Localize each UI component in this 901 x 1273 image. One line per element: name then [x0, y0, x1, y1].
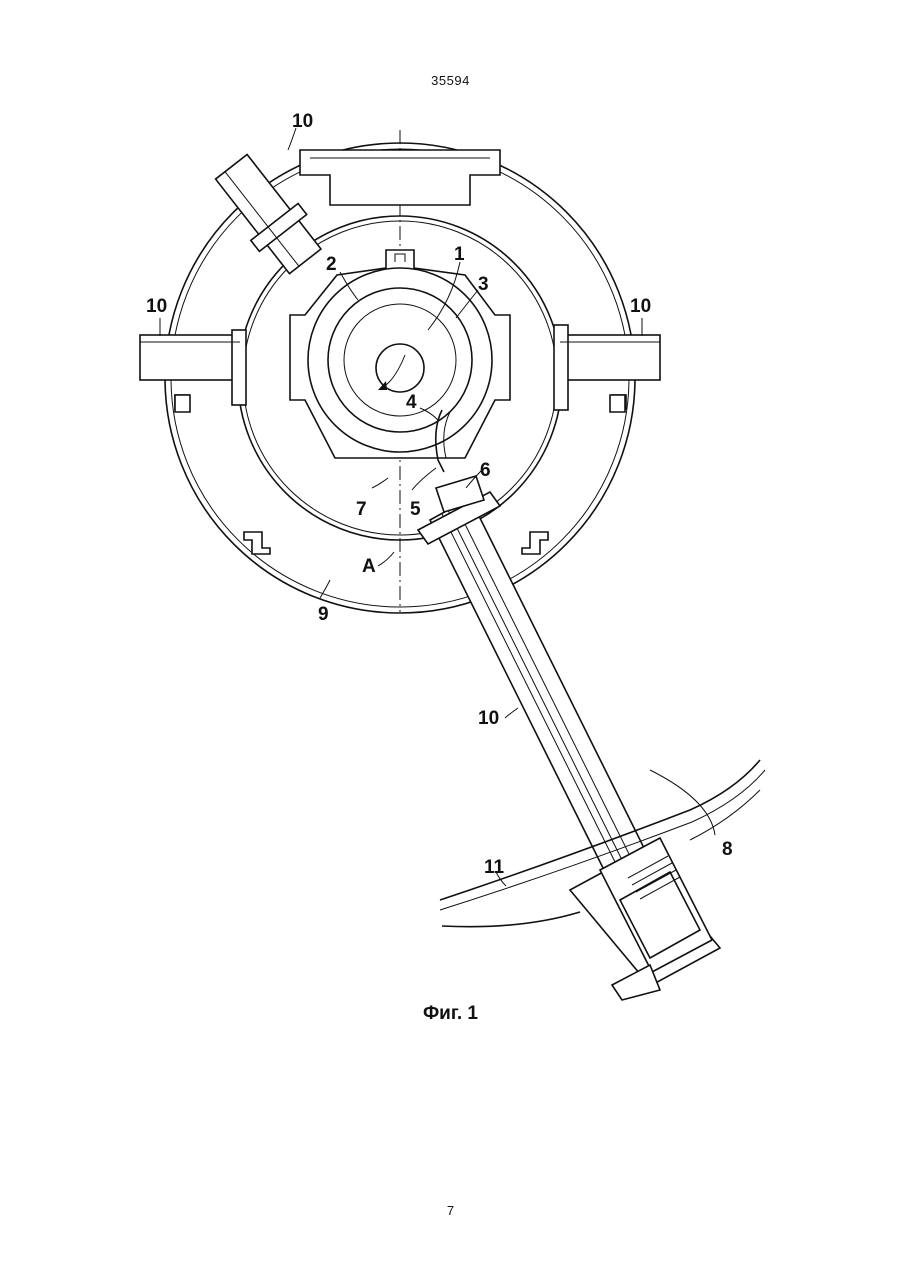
label-10-bottom: 10 — [478, 708, 499, 729]
label-1: 1 — [454, 244, 465, 265]
label-6: 6 — [480, 460, 491, 481]
label-11: 11 — [484, 857, 505, 878]
top-mount-block — [300, 150, 500, 205]
label-5: 5 — [410, 499, 421, 520]
page-number: 7 — [0, 1203, 901, 1218]
threaded-fitting — [570, 838, 720, 1000]
label-2: 2 — [326, 254, 337, 275]
label-10-right: 10 — [630, 296, 651, 317]
rod-right — [554, 325, 660, 410]
label-4: 4 — [406, 392, 417, 413]
label-10-left: 10 — [146, 296, 167, 317]
octagon-frame — [290, 250, 510, 458]
label-10-top: 10 — [292, 111, 313, 132]
technical-drawing: 10 10 10 2 1 3 4 7 5 6 A 9 10 8 11 — [130, 100, 770, 1005]
label-A: A — [362, 556, 376, 577]
leader-lines — [160, 128, 715, 886]
document-number: 35594 — [0, 73, 901, 88]
label-3: 3 — [478, 274, 489, 295]
figure-caption: Фиг. 1 — [0, 1003, 901, 1025]
label-8: 8 — [722, 839, 733, 860]
label-7: 7 — [356, 499, 367, 520]
label-9: 9 — [318, 604, 329, 625]
rod-left — [140, 330, 246, 409]
